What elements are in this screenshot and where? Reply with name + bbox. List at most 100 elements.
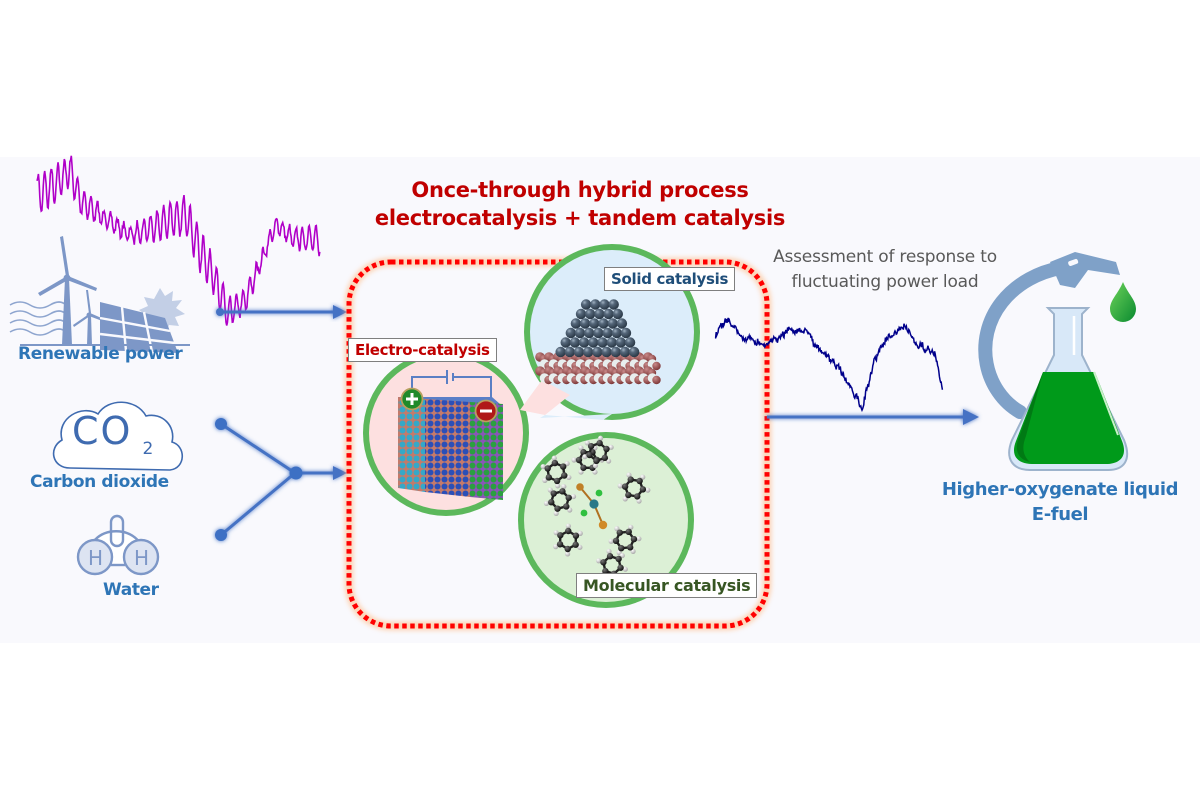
support-atom xyxy=(652,361,661,371)
nanoparticle-atom xyxy=(589,318,600,329)
hydrogen-atom xyxy=(596,558,602,564)
carbon-atom xyxy=(554,505,561,512)
hydrogen-atom xyxy=(608,444,614,450)
electro-catalysis-label: Electro-catalysis xyxy=(348,338,497,362)
carbon-atom xyxy=(572,532,580,539)
carbon-atom xyxy=(612,537,620,545)
carbon-atom xyxy=(618,544,625,552)
carbon-atom xyxy=(553,477,561,485)
positive-terminal-icon xyxy=(400,387,424,411)
hydrogen-atom xyxy=(617,483,623,489)
hydrogen-atom xyxy=(622,566,628,572)
water-o-atom: O xyxy=(116,515,118,516)
response-fluctuation-trace xyxy=(714,317,944,413)
carbon-atom xyxy=(580,449,587,456)
hydrogen-atom xyxy=(628,524,634,530)
nanoparticle-atom xyxy=(624,337,636,348)
nanoparticle-atom xyxy=(580,299,592,310)
hydrogen-atom xyxy=(570,493,577,500)
hydrogen-atom xyxy=(636,536,642,542)
carbon-dioxide-label: Carbon dioxide xyxy=(30,472,169,492)
chlorine-atom xyxy=(595,489,603,497)
nanoparticle-atom xyxy=(608,299,619,310)
electrode-battery-icon xyxy=(398,370,503,500)
hydrogen-atom xyxy=(578,445,584,451)
carbon-atom xyxy=(548,499,555,506)
product-label: Higher-oxygenate liquid E-fuel xyxy=(925,477,1195,527)
negative-terminal-icon xyxy=(474,399,498,423)
nanoparticle-atom xyxy=(599,299,610,310)
nanoparticle-atom xyxy=(570,318,582,329)
hydrogen-atom xyxy=(636,498,642,504)
water-h-atom-right: H xyxy=(134,546,150,570)
carbon-atom xyxy=(636,477,643,485)
nanoparticle-atom xyxy=(629,346,640,358)
water-h-atom-left: H xyxy=(88,546,104,570)
nanoparticle-atom xyxy=(597,337,608,348)
phosphorus-atom xyxy=(598,520,608,530)
support-atom xyxy=(652,375,661,385)
nanoparticle-atom xyxy=(602,327,613,339)
title-line-1: Once-through hybrid process xyxy=(411,178,749,202)
nanoparticle-atom xyxy=(612,308,623,320)
carbon-atom xyxy=(621,483,629,490)
carbon-atom xyxy=(556,541,564,548)
hydrogen-atom xyxy=(582,454,588,460)
nanoparticle-atom xyxy=(573,346,585,358)
carbon-atom xyxy=(602,567,609,575)
hydrogen-atom xyxy=(577,530,583,536)
nanoparticle-atom xyxy=(575,308,587,320)
carbon-atom xyxy=(601,454,609,462)
product-arrow xyxy=(767,409,979,425)
nanoparticle-atom xyxy=(592,346,603,358)
carbon-atom xyxy=(630,535,638,543)
carbon-atom xyxy=(634,493,641,500)
fuel-pump-flask-icon xyxy=(978,252,1136,471)
metal-center-atom xyxy=(589,499,599,509)
nanoparticle-atom xyxy=(606,337,617,348)
nanoparticle-atom xyxy=(619,346,631,358)
carbon-atom xyxy=(593,457,600,465)
carbon-atom xyxy=(587,442,595,450)
feed-merge-arrows xyxy=(215,418,347,541)
hydrogen-atom xyxy=(564,551,571,557)
h2o-molecule-icon xyxy=(76,514,160,576)
product-label-line-1: Higher-oxygenate liquid xyxy=(941,479,1179,500)
nanoparticle-atom xyxy=(607,318,618,329)
hydrogen-atom xyxy=(540,463,546,470)
assessment-line-2: fluctuating power load xyxy=(791,272,979,292)
carbon-atom xyxy=(545,474,553,481)
carbon-atom xyxy=(625,528,632,536)
hydrogen-atom xyxy=(597,435,604,441)
solar-panel-icon xyxy=(99,302,178,353)
hydrogen-atom xyxy=(553,510,559,517)
nanoparticle-atom xyxy=(564,346,575,358)
nanoparticle-atom xyxy=(610,346,621,358)
carbon-atom xyxy=(603,445,610,453)
carbon-atom xyxy=(615,555,622,563)
product-label-line-2: E-fuel xyxy=(1031,504,1089,525)
carbon-atom xyxy=(559,463,567,470)
co2-formula: CO 2 xyxy=(72,409,159,459)
nanoparticle-atom xyxy=(578,337,590,348)
carbon-atom xyxy=(575,456,583,464)
assessment-line-1: Assessment of response to xyxy=(773,247,997,267)
carbon-atom xyxy=(625,491,632,499)
hydrogen-atom xyxy=(561,483,567,490)
carbon-atom xyxy=(559,488,566,495)
nanoparticle-atom xyxy=(585,308,596,320)
hydrogen-atom xyxy=(578,469,584,475)
carbon-atom xyxy=(600,559,607,566)
carbon-atom xyxy=(565,494,572,501)
phosphorus-atom xyxy=(576,483,584,491)
hydrogen-atom xyxy=(571,457,577,463)
renewable-power-label: Renewable power xyxy=(18,344,183,364)
nanoparticle-atom xyxy=(584,327,595,339)
hydrogen-atom xyxy=(608,538,614,544)
nanoparticle-atom xyxy=(588,337,599,348)
carbon-atom xyxy=(564,545,571,553)
carbon-atom xyxy=(580,464,587,471)
hydrogen-atom xyxy=(565,523,572,529)
carbon-atom xyxy=(586,451,593,459)
